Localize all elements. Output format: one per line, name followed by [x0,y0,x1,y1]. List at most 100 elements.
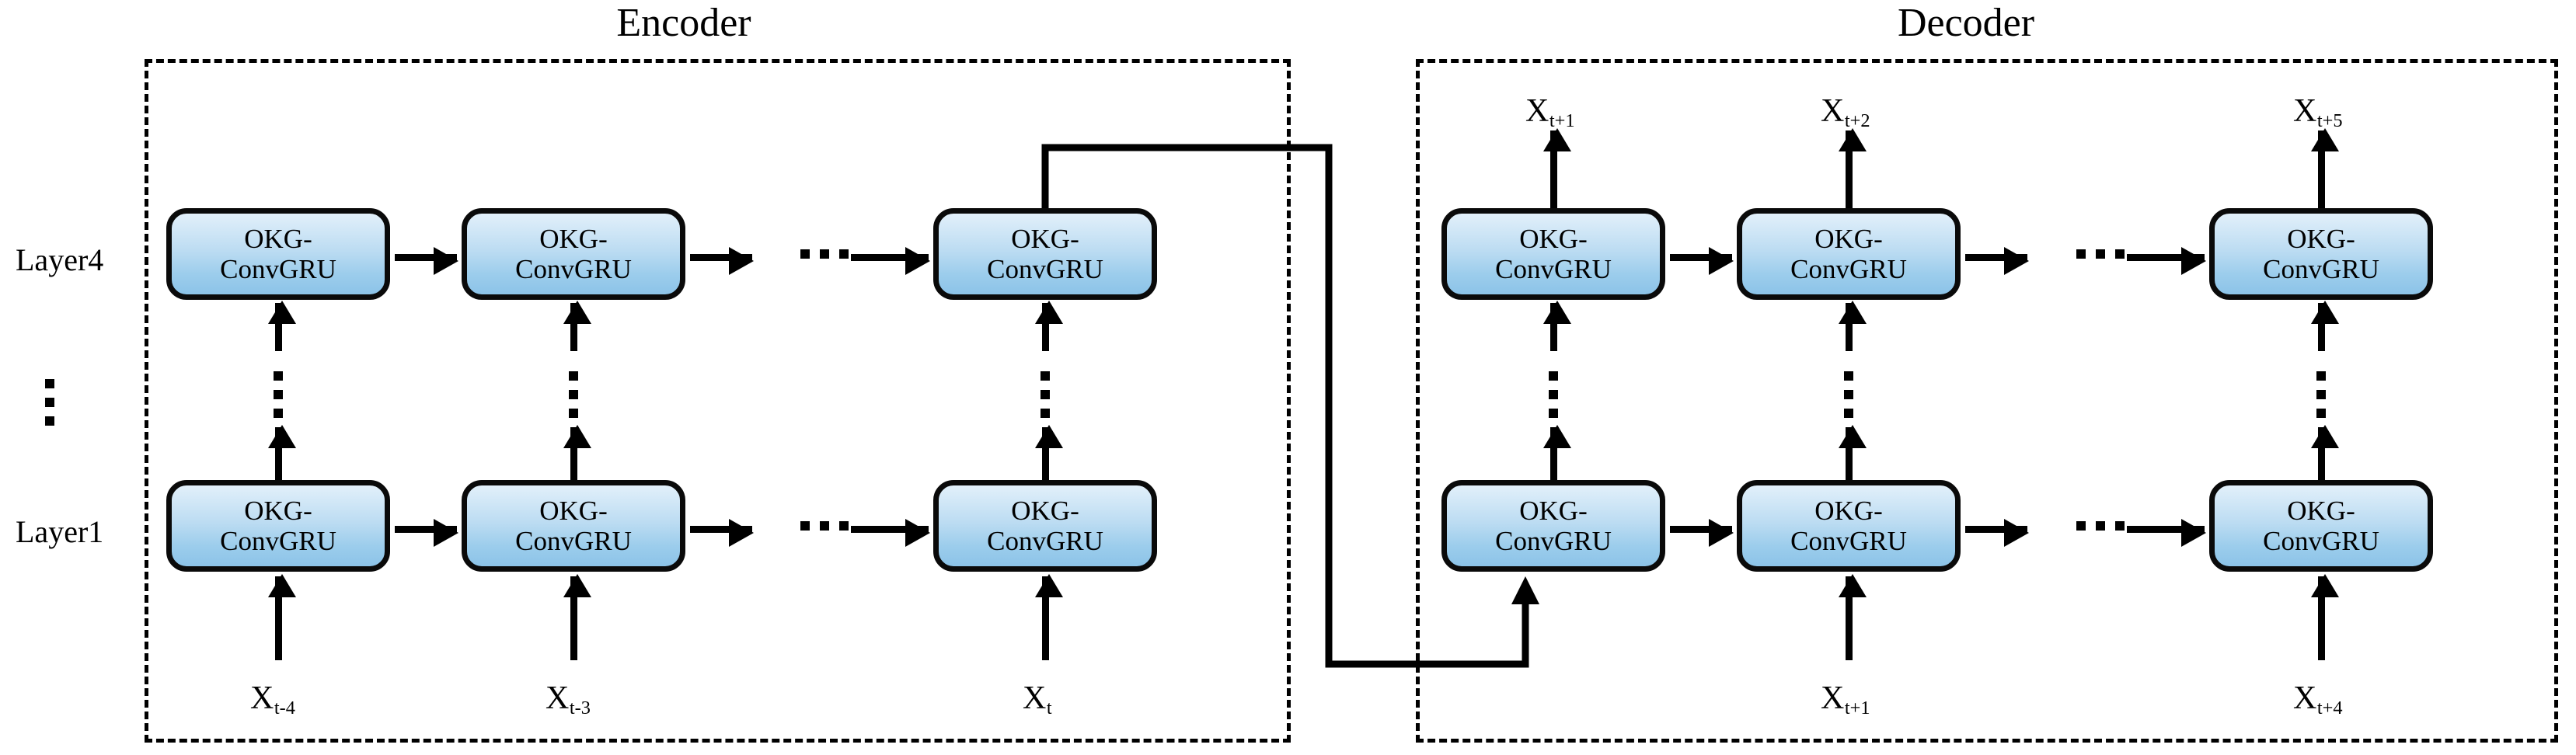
encoder-input-label-3: Xt [1023,680,1052,719]
cell-label-line1: OKG- [1814,223,1883,254]
encoder-input-arrow-3 [1035,574,1063,660]
xlabel-base: X [1821,93,1845,129]
decoder-output-label-1: Xt+1 [1525,93,1575,130]
cell-label-line2: ConvGRU [515,526,632,556]
xlabel-base: X [1821,680,1845,716]
row-label-ellipsis [45,379,54,426]
decoder-layer4-cell-1[interactable]: OKG- ConvGRU [1441,208,1665,300]
encoder-layer4-cell-2[interactable]: OKG- ConvGRU [462,208,685,300]
xlabel-base: X [1023,680,1047,716]
decoder-col2-arrow-upper [1839,301,1867,351]
decoder-col3-arrow-lower [2311,425,2339,482]
decoder-layer4-arrow-dots-3 [2127,247,2206,275]
cell-label-line1: OKG- [2287,495,2355,526]
encoder-layer1-cell-3[interactable]: OKG- ConvGRU [933,480,1157,572]
encoder-col1-ellipsis [274,371,283,418]
xlabel-base: X [2293,680,2317,716]
xlabel-sub: t-4 [274,698,295,719]
encoder-layer4-arrow-2-dots [690,247,754,275]
encoder-input-arrow-1 [268,574,296,660]
encoder-col2-arrow-upper [563,301,591,351]
encoder-layer1-arrow-dots-3 [851,519,930,547]
decoder-layer1-cell-1[interactable]: OKG- ConvGRU [1441,480,1665,572]
cell-label-line1: OKG- [539,223,608,254]
xlabel-base: X [250,680,274,716]
decoder-col2-arrow-lower [1839,425,1867,482]
xlabel-sub: t-3 [569,698,591,719]
decoder-layer1-arrow-2-dots [1965,519,2029,547]
decoder-output-label-3: Xt+5 [2293,95,2343,130]
cell-label-line2: ConvGRU [1790,526,1907,556]
decoder-col1-arrow-upper [1543,301,1571,351]
cell-label-line2: ConvGRU [2263,526,2379,556]
decoder-layer4-ellipsis [2076,249,2125,259]
encoder-col1-arrow-lower [268,425,296,482]
encoder-layer4-cell-1[interactable]: OKG- ConvGRU [166,208,390,300]
cell-label-line1: OKG- [2287,223,2355,254]
encoder-layer1-arrow-2-dots [690,519,754,547]
encoder-region [145,59,1291,743]
encoder-layer4-arrow-1-2 [395,247,458,275]
xlabel-sub: t+4 [2316,698,2343,719]
decoder-input-arrow-2 [1839,574,1867,660]
cell-label-line1: OKG- [1011,223,1079,254]
encoder-title: Encoder [616,1,751,45]
decoder-layer1-arrow-1-2 [1670,519,1734,547]
cell-label-line2: ConvGRU [987,526,1103,556]
encoder-input-arrow-2 [563,574,591,660]
encoder-layer1-ellipsis [800,521,849,531]
decoder-output-arrow-1 [1543,128,1571,208]
cell-label-line2: ConvGRU [1495,254,1612,284]
decoder-input-arrow-3 [2311,574,2339,660]
encoder-input-label-1: Xt-4 [250,680,295,719]
encoder-layer1-cell-2[interactable]: OKG- ConvGRU [462,480,685,572]
xlabel-sub: t+5 [2316,110,2343,132]
decoder-input-label-2: Xt+4 [2293,680,2343,719]
decoder-region [1416,59,2558,743]
encoder-col3-ellipsis [1041,371,1050,418]
encoder-col2-arrow-lower [563,425,591,482]
xlabel-base: X [1525,93,1549,129]
xlabel-sub: t+1 [1549,110,1575,132]
cell-label-line1: OKG- [1519,495,1588,526]
cell-label-line1: OKG- [1519,223,1588,254]
encoder-layer4-arrow-dots-3 [851,247,930,275]
decoder-layer4-arrow-2-dots [1965,247,2029,275]
decoder-col2-ellipsis [1844,371,1853,418]
decoder-title: Decoder [1897,1,2035,45]
decoder-input-label-1: Xt+1 [1821,680,1870,718]
decoder-col1-ellipsis [1549,371,1558,418]
xlabel-sub: t [1046,698,1052,719]
encoder-layer4-cell-3[interactable]: OKG- ConvGRU [933,208,1157,300]
cell-label-line1: OKG- [244,223,312,254]
row-label-layer4: Layer4 [16,242,104,277]
decoder-layer1-cell-3[interactable]: OKG- ConvGRU [2209,480,2433,572]
cell-label-line2: ConvGRU [1790,254,1907,284]
row-label-layer1: Layer1 [16,514,104,549]
cell-label-line2: ConvGRU [2263,254,2379,284]
decoder-output-label-2: Xt+2 [1821,93,1870,130]
cell-label-line1: OKG- [539,495,608,526]
decoder-layer1-arrow-dots-3 [2127,519,2206,547]
encoder-layer1-cell-1[interactable]: OKG- ConvGRU [166,480,390,572]
decoder-output-arrow-3 [2311,128,2339,208]
cell-label-line1: OKG- [1011,495,1079,526]
cell-label-line1: OKG- [244,495,312,526]
decoder-col3-arrow-upper [2311,301,2339,351]
decoder-layer1-ellipsis [2076,521,2125,531]
decoder-output-arrow-2 [1839,128,1867,208]
encoder-layer1-arrow-1-2 [395,519,458,547]
cell-label-line1: OKG- [1814,495,1883,526]
decoder-col3-ellipsis [2316,371,2326,418]
decoder-layer4-cell-2[interactable]: OKG- ConvGRU [1737,208,1961,300]
encoder-col1-arrow-upper [268,301,296,351]
decoder-layer4-arrow-1-2 [1670,247,1734,275]
encoder-layer4-ellipsis [800,249,849,259]
decoder-layer4-cell-3[interactable]: OKG- ConvGRU [2209,208,2433,300]
xlabel-sub: t+2 [1844,110,1870,132]
decoder-col1-arrow-lower [1543,425,1571,482]
encoder-col3-arrow-lower [1035,425,1063,482]
decoder-layer1-cell-2[interactable]: OKG- ConvGRU [1737,480,1961,572]
cell-label-line2: ConvGRU [987,254,1103,284]
encoder-input-label-2: Xt-3 [546,682,591,719]
